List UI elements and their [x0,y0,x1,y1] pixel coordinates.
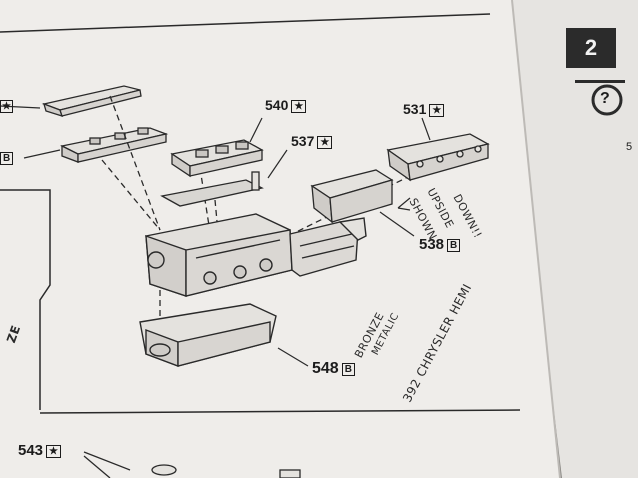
star-badge: ★ [46,445,61,458]
label-537: 537★ [291,133,333,149]
leader-531 [421,117,431,141]
part-537-gasket [160,171,264,207]
part-number: 540 [265,97,289,113]
part-number: 543 [18,442,44,459]
top-rule [0,13,491,33]
color-badge: B [341,363,355,376]
part-531-valve-cover [386,133,490,182]
part-540-intake [170,139,264,178]
partial-number: 5 [626,141,633,153]
leader-540 [249,117,263,143]
part-number: 538 [419,236,445,253]
step-number: 2 [584,35,598,60]
part-548-oil-pan [139,303,277,368]
label-left-star: ★ [0,98,13,113]
right-page-number: 5 [626,140,632,154]
part-number: 531 [403,101,427,117]
color-badge: B [0,152,14,165]
inset-frame [0,189,51,410]
color-badge: B [447,239,461,252]
question-icon [591,84,623,116]
leader-537 [267,149,288,179]
leader-548 [277,347,309,367]
leader-left-b [23,149,61,159]
star-badge: ★ [317,136,333,149]
page-edge [511,0,561,478]
engine-block [145,213,293,297]
star-badge: ★ [0,100,13,113]
leader-left-top [0,105,41,109]
label-left-b: B [0,150,14,165]
star-badge: ★ [291,100,307,113]
right-page [505,0,638,478]
question-icon-glyph: ? [600,90,610,107]
label-531: 531★ [403,101,445,117]
leader-538 [379,211,415,237]
part-538-block [310,169,394,224]
intake-left-part [60,127,169,163]
part-number: 548 [312,360,339,377]
valve-cover-left-part [41,85,142,117]
right-page-rule [575,80,625,83]
arrow-shown [397,197,411,211]
part-543-partial [83,451,301,478]
bottom-rule [39,409,521,414]
step-number-box: 2 [566,28,616,68]
star-badge: ★ [429,104,445,117]
label-543: 543★ [18,442,61,459]
transmission [289,217,367,277]
part-number: 537 [291,133,315,149]
question-mark: ? [600,90,610,107]
label-540: 540★ [265,97,307,113]
